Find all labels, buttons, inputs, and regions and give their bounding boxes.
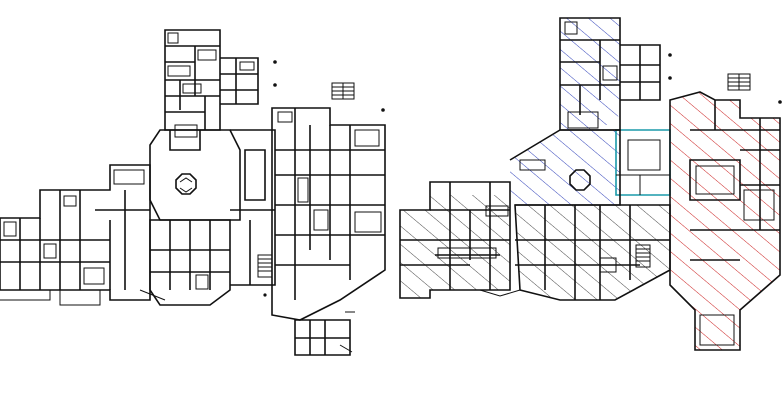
zone-blue — [510, 18, 620, 205]
east-connector — [230, 129, 276, 286]
atrium-octagon-icon — [569, 169, 591, 191]
east-wing-right — [669, 91, 781, 351]
west-wing-right — [399, 181, 521, 299]
stair-icon — [727, 73, 751, 91]
cyan-block-linework — [616, 139, 670, 195]
south-central-block — [139, 219, 231, 306]
stair-icon — [257, 254, 273, 278]
plan-phased — [399, 17, 782, 351]
north-tower-right-east-wing — [620, 44, 661, 101]
west-wing — [0, 164, 151, 306]
central-hub — [149, 124, 241, 221]
zone-gray — [400, 195, 670, 300]
plan-existing — [0, 29, 386, 356]
north-marker-icon — [668, 53, 782, 104]
east-wing — [271, 107, 386, 321]
zone-red — [670, 92, 780, 350]
atrium-octagon-icon — [175, 173, 197, 195]
stair-icon — [635, 244, 651, 268]
south-tail — [294, 311, 355, 356]
stair-icon — [331, 82, 355, 100]
north-tower — [164, 29, 221, 131]
north-marker-icon — [263, 60, 385, 297]
north-tower-east-wing — [220, 57, 259, 105]
